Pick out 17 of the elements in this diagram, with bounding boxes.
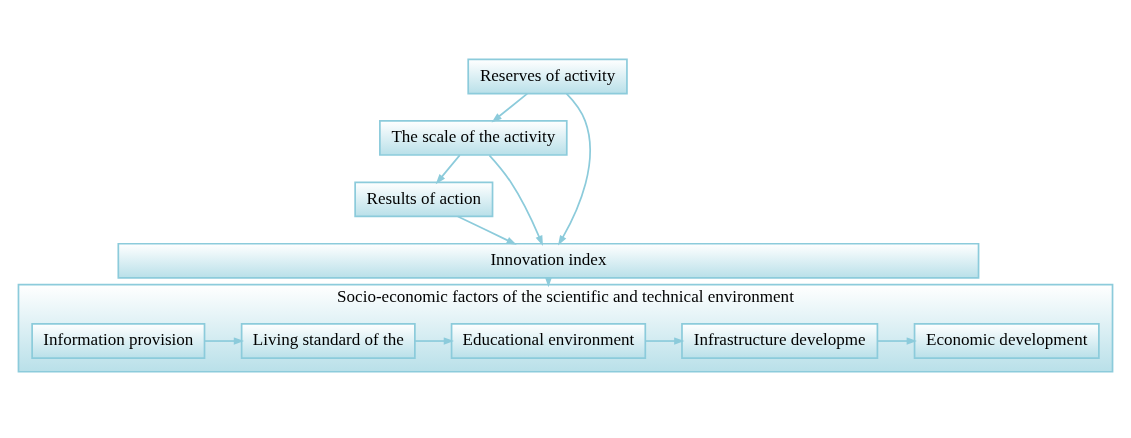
arrow	[435, 154, 461, 185]
node-box: Results of action	[354, 181, 494, 218]
node-box: Economic development	[913, 323, 1100, 359]
arrow	[558, 92, 591, 246]
node-box: Infrastructure developme	[681, 323, 879, 359]
node-box: Educational environment	[450, 323, 647, 359]
arrow	[491, 92, 529, 123]
node-box: The scale of the activity	[379, 120, 568, 156]
arrow	[876, 337, 917, 345]
arrow	[457, 215, 517, 245]
arrow	[488, 154, 543, 246]
node-box: Reserves of activity	[467, 58, 628, 95]
arrow	[644, 337, 685, 345]
arrow	[414, 337, 454, 345]
arrow	[203, 337, 245, 345]
node-box: Information provision	[31, 323, 206, 359]
node-box: Living standard of the	[240, 323, 416, 359]
